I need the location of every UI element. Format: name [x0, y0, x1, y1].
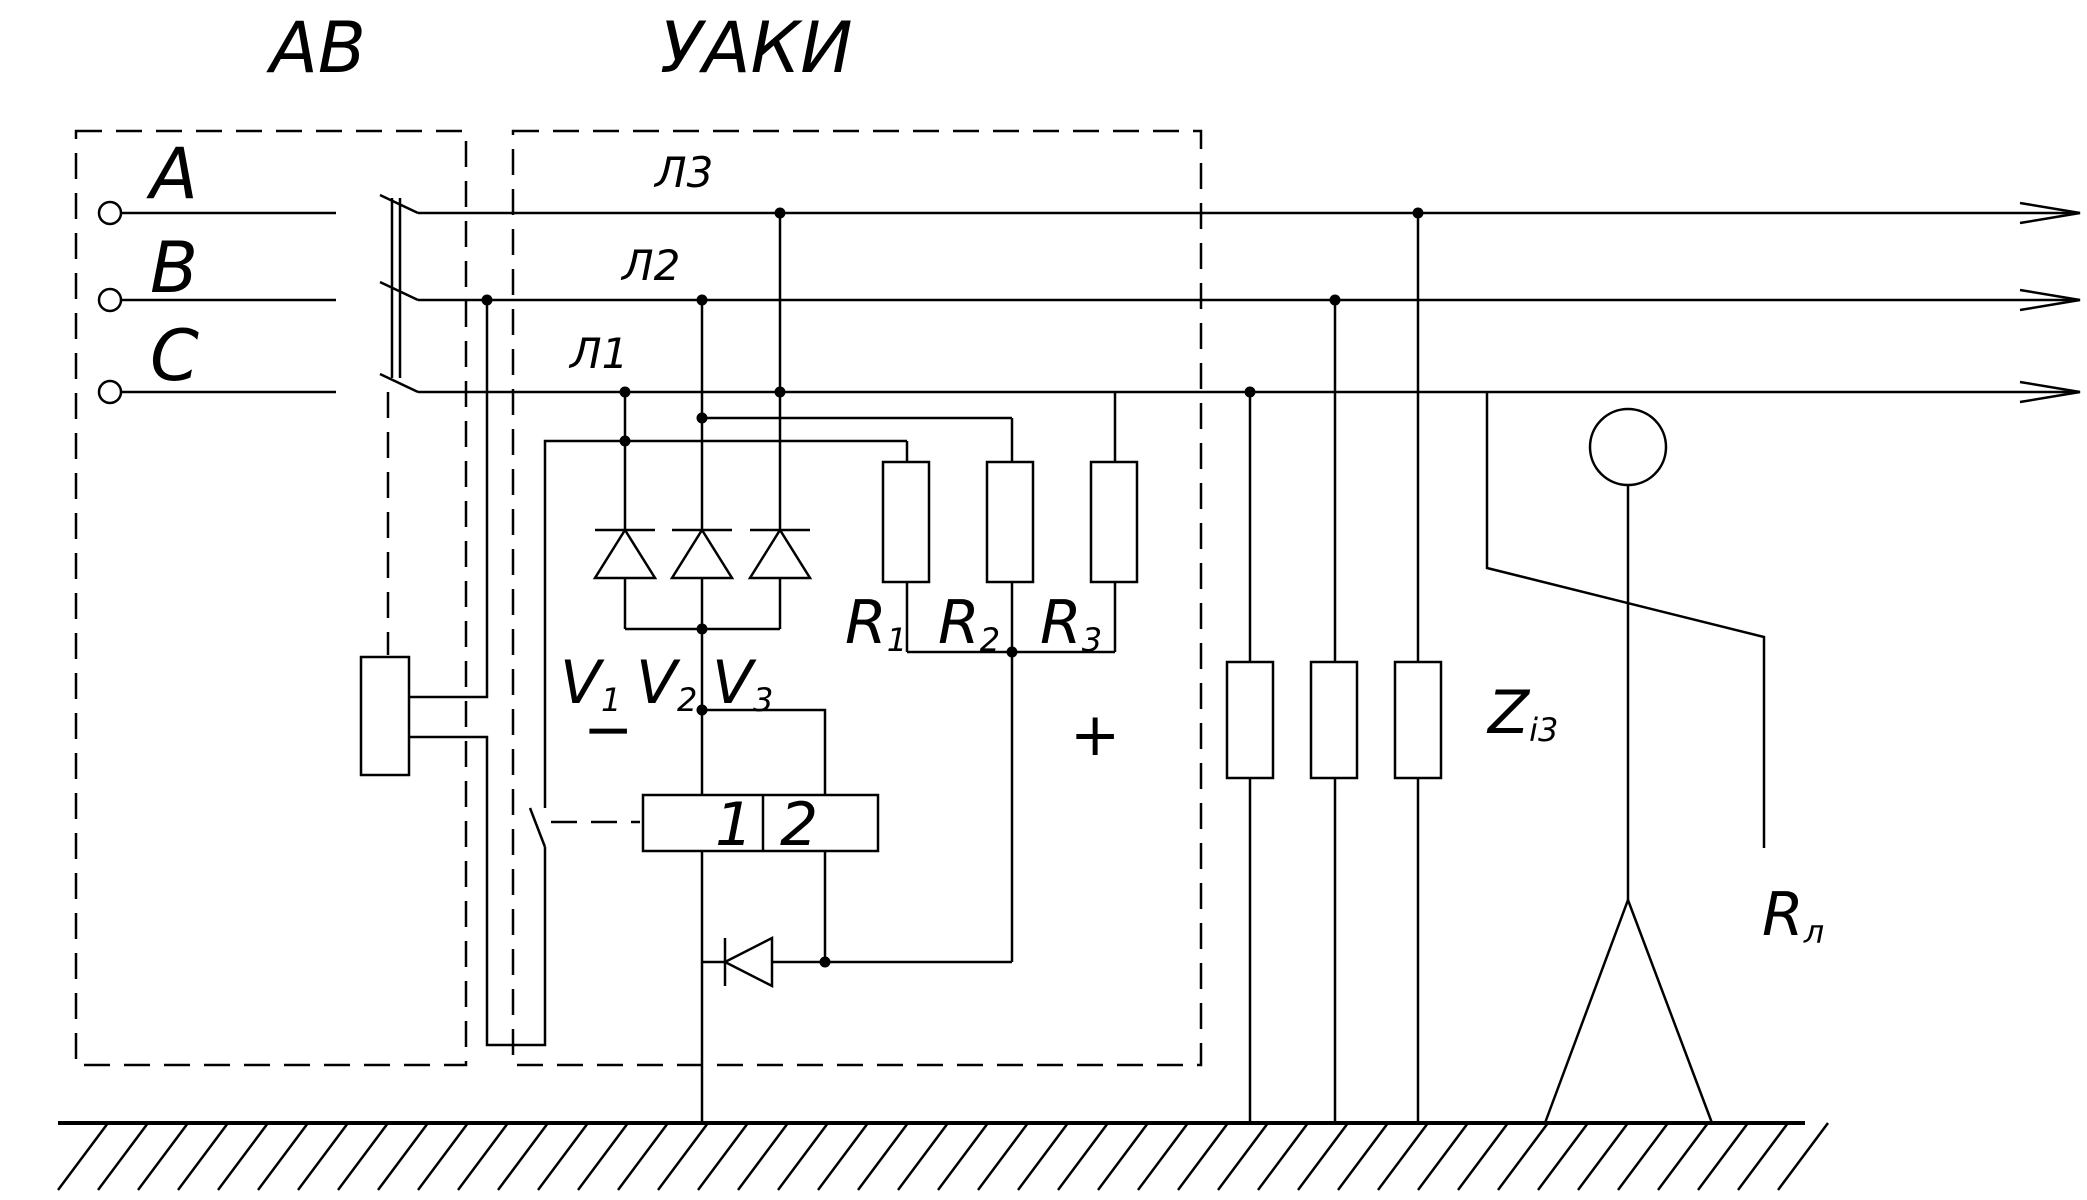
relay-winding-2: 2 [780, 790, 818, 860]
av-title: АВ [266, 7, 366, 89]
terminal-c [97, 379, 336, 405]
v3-label: V3 [712, 648, 773, 719]
r2-label: R2 [938, 588, 1000, 659]
rectifier-wiring [623, 213, 1117, 710]
line-l1-label: Л1 [568, 329, 628, 378]
rl-label: Rл [1762, 880, 1824, 951]
impedance-z2 [1309, 660, 1359, 780]
human-contact-path [1485, 392, 1766, 848]
resistor-r3 [1089, 460, 1139, 584]
line-l2-label: Л2 [620, 241, 680, 290]
person-figure [1543, 407, 1714, 1124]
resistor-r2 [985, 460, 1035, 584]
impedance-z1 [1225, 660, 1275, 780]
relay-winding-1: 1 [715, 790, 753, 860]
v2-label: V2 [636, 648, 697, 719]
minus-sign: − [583, 695, 633, 765]
phase-c-label: C [150, 315, 199, 397]
breaker-contacts [379, 193, 419, 655]
relay-wiring [700, 708, 1012, 1123]
v1-label: V1 [560, 648, 621, 719]
phase-b-label: B [150, 227, 198, 309]
resistor-r1 [881, 460, 931, 584]
phase-a-label: A [146, 133, 198, 215]
uaki-title: УАКИ [660, 7, 853, 89]
diode-v2 [669, 527, 735, 580]
r1-label: R1 [845, 588, 907, 659]
z-label: Zi3 [1486, 678, 1558, 749]
diode-v3 [747, 527, 813, 580]
diode-v1 [592, 527, 658, 580]
ground [56, 1121, 1830, 1191]
line-l3 [418, 201, 2081, 225]
relay-body [641, 793, 880, 853]
line-l2 [418, 288, 2081, 312]
junction-dots [481, 207, 1424, 968]
plus-sign: + [1070, 700, 1120, 770]
trip-coil [359, 655, 411, 777]
uaki-boundary [511, 129, 1203, 1067]
terminal-b [97, 287, 336, 313]
av-boundary [74, 129, 468, 1067]
impedance-z3 [1393, 660, 1443, 780]
insulation-wiring [1248, 213, 1420, 1123]
r3-label: R3 [1040, 588, 1102, 659]
line-l3-label: Л3 [653, 148, 713, 197]
diode-relay [722, 935, 774, 989]
trip-coil-wiring [409, 300, 640, 1047]
terminal-a [97, 200, 336, 226]
